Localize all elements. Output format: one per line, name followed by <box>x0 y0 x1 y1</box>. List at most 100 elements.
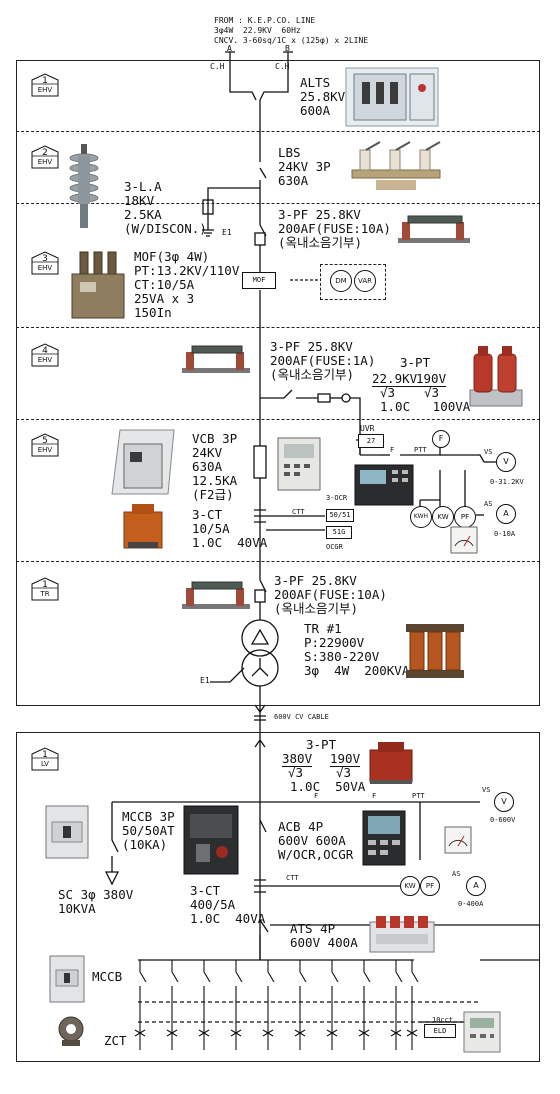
acb-label: ACB 4P 600V 600A W/OCR,OCGR <box>278 819 354 862</box>
cv-cable-label: 600V CV CABLE <box>274 713 329 721</box>
cable-head-left-label: C.H <box>210 62 225 71</box>
feeder-branch <box>411 960 419 1050</box>
sc-label: SC 3φ 380V 10KVA <box>58 887 134 916</box>
vcb-photo <box>108 426 178 498</box>
zct-symbol <box>406 1029 418 1037</box>
zct-symbol <box>294 1029 306 1037</box>
mccb-bank-photo <box>48 954 86 1004</box>
section-lv-1 <box>16 732 540 1062</box>
section-badge-type: EHV <box>37 446 53 454</box>
lbs-label: LBS 24KV 3P 630A <box>278 145 331 188</box>
lv-mccb-photo <box>44 804 90 860</box>
ammeter-range: 0-10A <box>494 530 516 538</box>
section-badge-number: 1 <box>42 580 48 590</box>
zct-symbol <box>198 1029 210 1037</box>
lv-pt-secondary-denominator: √3 <box>336 765 352 780</box>
kwh-meter: KWH <box>410 506 432 528</box>
mof-label: MOF(3φ 4W) PT:13.2KV/110V CT:10/5A 25VA … <box>134 249 240 320</box>
lv-power-factor-meter: PF <box>420 876 440 896</box>
lightning-arrester-label: 3-L.A 18KV 2.5KA (W/DISCON.) <box>124 179 207 236</box>
alts-photo <box>344 66 440 128</box>
cable-head-right-label: C.H <box>275 62 290 71</box>
zct-symbol <box>262 1029 274 1037</box>
phase-a-label: A <box>227 44 232 53</box>
section-tr-1 <box>16 562 540 706</box>
feeder-branch <box>235 960 243 1050</box>
tr-ground-label: E1 <box>200 676 210 685</box>
fuse-label: F <box>390 446 395 454</box>
feeder-branch <box>395 960 403 1050</box>
relay-27: 27 <box>358 434 384 448</box>
voltmeter-switch-label: VS <box>484 448 493 456</box>
pt-photo <box>464 340 528 412</box>
pf-section3-label: 3-PF 25.8KV 200AF(FUSE:10A) (옥내소음기부) <box>278 207 391 250</box>
frequency-meter: F <box>432 430 450 448</box>
source-cable-label: CNCV. 3-60sq/1C x (125φ) x 2LINE <box>214 36 369 45</box>
lv-voltmeter-switch-label: VS <box>482 786 491 794</box>
pt-title: 3-PT <box>400 355 431 370</box>
zct-label: ZCT <box>104 1033 127 1048</box>
lv-pt-title: 3-PT <box>306 737 337 752</box>
feeder-branch <box>203 960 211 1050</box>
eld-box: ELD <box>424 1024 456 1038</box>
kw-meter: KW <box>432 506 454 528</box>
demand-meter: DM <box>330 270 352 292</box>
relay-51g: 51G <box>326 526 352 539</box>
section-ehv-4 <box>16 328 540 420</box>
lv-fuse-1: F <box>314 792 319 800</box>
transformer-photo <box>404 620 466 682</box>
eld-photo <box>462 1010 502 1054</box>
ats-photo <box>368 912 436 956</box>
ct-photo <box>120 502 166 552</box>
power-fuse-photo-1 <box>394 208 474 254</box>
lv-pt-primary-denominator: √3 <box>288 765 304 780</box>
analog-meter-photo <box>450 526 478 554</box>
voltmeter-range: 0-31.2KV <box>490 478 524 486</box>
pt-secondary-denominator: √3 <box>424 385 440 400</box>
circuit-count-label: 10cct <box>432 1016 454 1024</box>
acb-photo <box>182 804 240 876</box>
digital-meter-photo <box>354 464 414 506</box>
feeder-branch <box>299 960 307 1050</box>
lv-fuse-2: F <box>372 792 377 800</box>
section-badge-number: 2 <box>42 148 48 158</box>
phase-b-label: B <box>285 44 290 53</box>
lv-ctt-label: CTT <box>286 874 299 882</box>
lv-pt-primary: 380V <box>282 751 313 767</box>
section-ehv-2 <box>16 132 540 204</box>
alts-label: ALTS 25.8KV 600A <box>300 75 346 118</box>
mof-meter-group <box>320 264 386 300</box>
ammeter-switch-label: AS <box>484 500 493 508</box>
section-badge-type: EHV <box>37 86 53 94</box>
zct-symbol <box>134 1029 146 1037</box>
lbs-photo <box>346 140 446 196</box>
feeder-branch <box>331 960 339 1050</box>
feeder-branch <box>139 960 147 1050</box>
ptt-label: PTT <box>414 446 427 454</box>
var-meter: VAR <box>354 270 376 292</box>
voltmeter: V <box>496 452 516 472</box>
relay-50-51: 50/51 <box>326 509 354 522</box>
pf-section4-label: 3-PF 25.8KV 200AF(FUSE:1A) (옥내소음기부) <box>270 339 376 382</box>
feeder-branch <box>267 960 275 1050</box>
relay-panel-photo <box>276 436 322 492</box>
lv-pt-photo <box>366 738 416 788</box>
zct-symbol <box>230 1029 242 1037</box>
lv-pt-rating: 1.0C 50VA <box>290 779 366 794</box>
lv-ammeter-switch-label: AS <box>452 870 461 878</box>
zct-photo <box>56 1014 86 1048</box>
lv-kw-meter: KW <box>400 876 420 896</box>
ctt-label: CTT <box>292 508 305 516</box>
power-factor-meter: PF <box>454 506 476 528</box>
zct-symbol <box>326 1029 338 1037</box>
lv-analog-meter-photo <box>444 826 472 854</box>
pt-primary: 22.9KV <box>372 371 418 387</box>
lv-ammeter-range: 0-400A <box>458 900 484 908</box>
section-ehv-1 <box>16 60 540 132</box>
